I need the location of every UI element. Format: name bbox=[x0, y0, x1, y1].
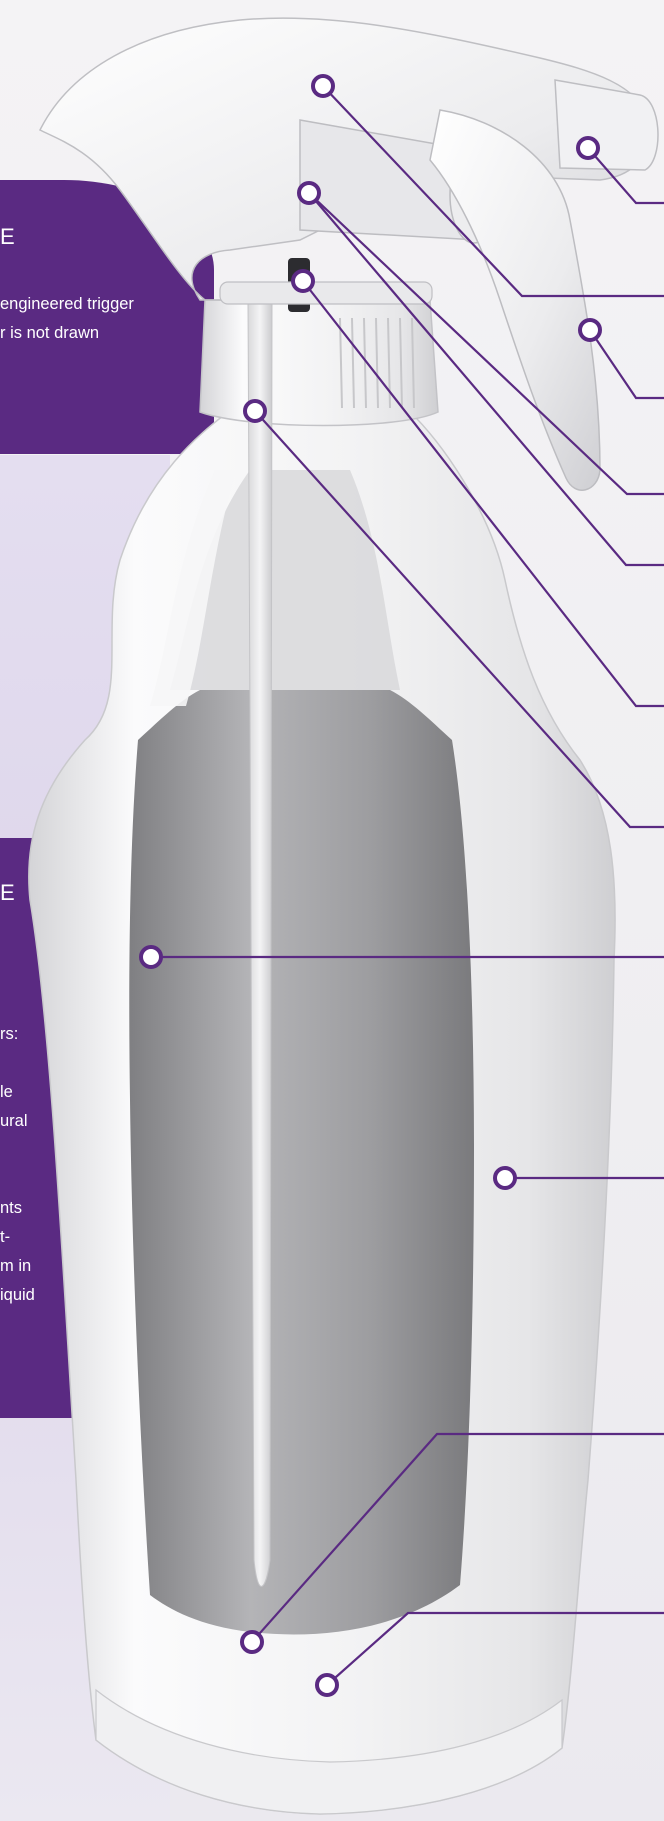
marker-bottle-neck[interactable] bbox=[245, 401, 265, 421]
marker-dip-tube-bottom[interactable] bbox=[242, 1632, 262, 1652]
nozzle bbox=[555, 80, 658, 170]
marker-nozzle-tip[interactable] bbox=[578, 138, 598, 158]
marker-pump-chamber[interactable] bbox=[299, 183, 319, 203]
marker-trigger-head[interactable] bbox=[313, 76, 333, 96]
leader-trigger-lever bbox=[590, 330, 664, 398]
marker-bottle-wall[interactable] bbox=[495, 1168, 515, 1188]
marker-dip-tube-top[interactable] bbox=[293, 271, 313, 291]
marker-bottle-base[interactable] bbox=[317, 1675, 337, 1695]
marker-liquid-fill[interactable] bbox=[141, 947, 161, 967]
marker-trigger-lever[interactable] bbox=[580, 320, 600, 340]
liquid-cutaway bbox=[129, 690, 474, 1635]
